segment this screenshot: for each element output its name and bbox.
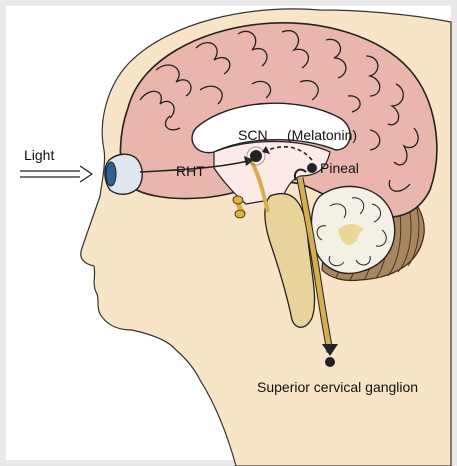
scn-nucleus — [250, 150, 262, 162]
eye — [105, 154, 142, 194]
melatonin-label: (Melatonin) — [287, 127, 357, 143]
pineal-label: Pineal — [320, 160, 359, 176]
optic-chiasm — [233, 196, 243, 204]
scn-label: SCN — [238, 127, 268, 143]
rht-label: RHT — [176, 163, 205, 179]
scg-label: Superior cervical ganglion — [257, 379, 418, 395]
pineal-gland — [307, 163, 317, 173]
pituitary — [235, 210, 245, 218]
light-arrow — [20, 166, 92, 182]
light-label: Light — [24, 147, 54, 163]
scg-node — [325, 357, 335, 367]
